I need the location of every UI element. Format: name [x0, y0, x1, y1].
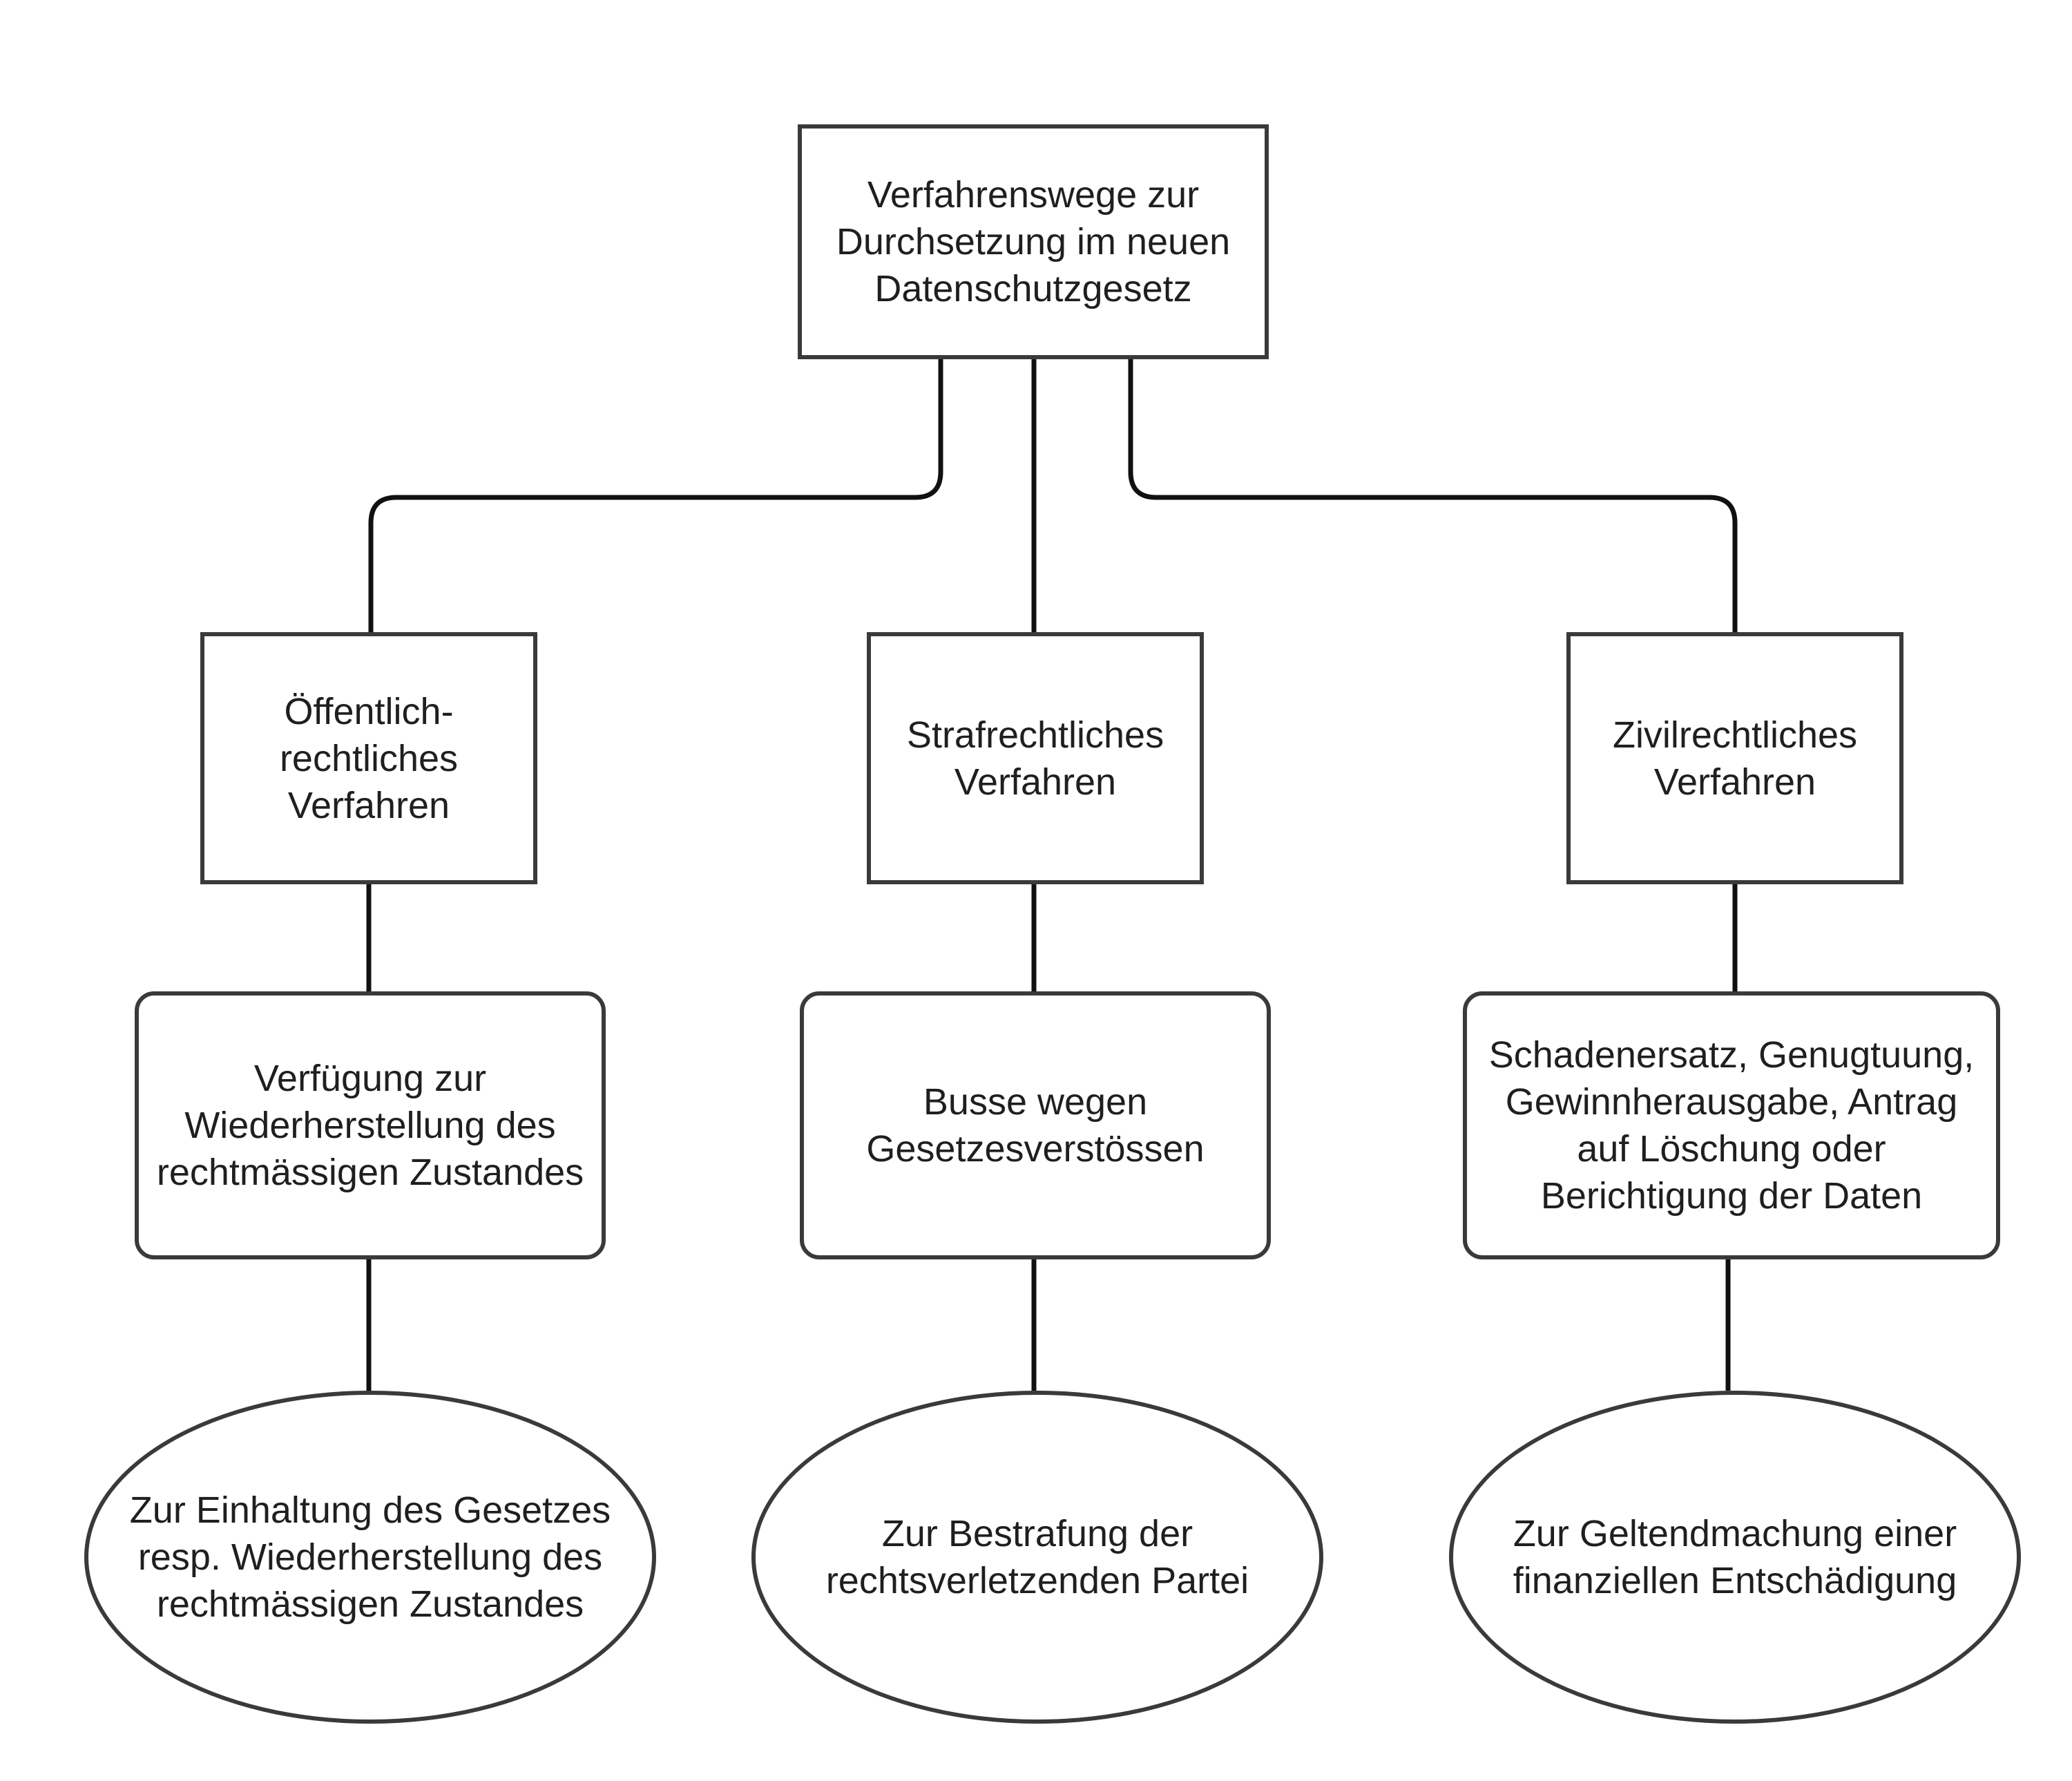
purpose-node-label: Zur Bestrafung der rechtsverletzenden Pa…	[825, 1513, 1249, 1601]
measure-node-label: Schadenersatz, Genugtuung, Gewinnherausg…	[1488, 1034, 1975, 1217]
procedure-node-label: Zivilrechtliches Verfahren	[1612, 714, 1858, 803]
connector-root-to-col3	[1128, 359, 1738, 632]
procedure-node-criminal-law: Strafrechtliches Verfahren	[867, 632, 1204, 884]
purpose-node-public-law: Zur Einhaltung des Gesetzes resp. Wieder…	[84, 1391, 656, 1724]
connector-root-to-col1	[368, 359, 943, 632]
procedure-node-public-law: Öffentlich-rechtliches Verfahren	[200, 632, 537, 884]
purpose-node-label: Zur Geltendmachung einer finanziellen En…	[1513, 1513, 1957, 1601]
purpose-node-criminal-law: Zur Bestrafung der rechtsverletzenden Pa…	[751, 1391, 1323, 1724]
purpose-node-civil-law: Zur Geltendmachung einer finanziellen En…	[1449, 1391, 2021, 1724]
measure-node-civil-law: Schadenersatz, Genugtuung, Gewinnherausg…	[1463, 991, 2000, 1259]
procedure-node-civil-law: Zivilrechtliches Verfahren	[1566, 632, 1903, 884]
root-node-label: Verfahrenswege zur Durchsetzung im neuen…	[836, 174, 1231, 309]
measure-node-label: Verfügung zur Wiederherstellung des rech…	[156, 1058, 584, 1193]
root-node: Verfahrenswege zur Durchsetzung im neuen…	[798, 124, 1269, 359]
procedure-node-label: Öffentlich-rechtliches Verfahren	[279, 690, 459, 826]
measure-node-label: Busse wegen Gesetzesverstössen	[866, 1081, 1205, 1170]
procedure-node-label: Strafrechtliches Verfahren	[906, 714, 1164, 803]
purpose-node-label: Zur Einhaltung des Gesetzes resp. Wieder…	[129, 1489, 611, 1625]
measure-node-public-law: Verfügung zur Wiederherstellung des rech…	[135, 991, 606, 1259]
measure-node-criminal-law: Busse wegen Gesetzesverstössen	[800, 991, 1271, 1259]
